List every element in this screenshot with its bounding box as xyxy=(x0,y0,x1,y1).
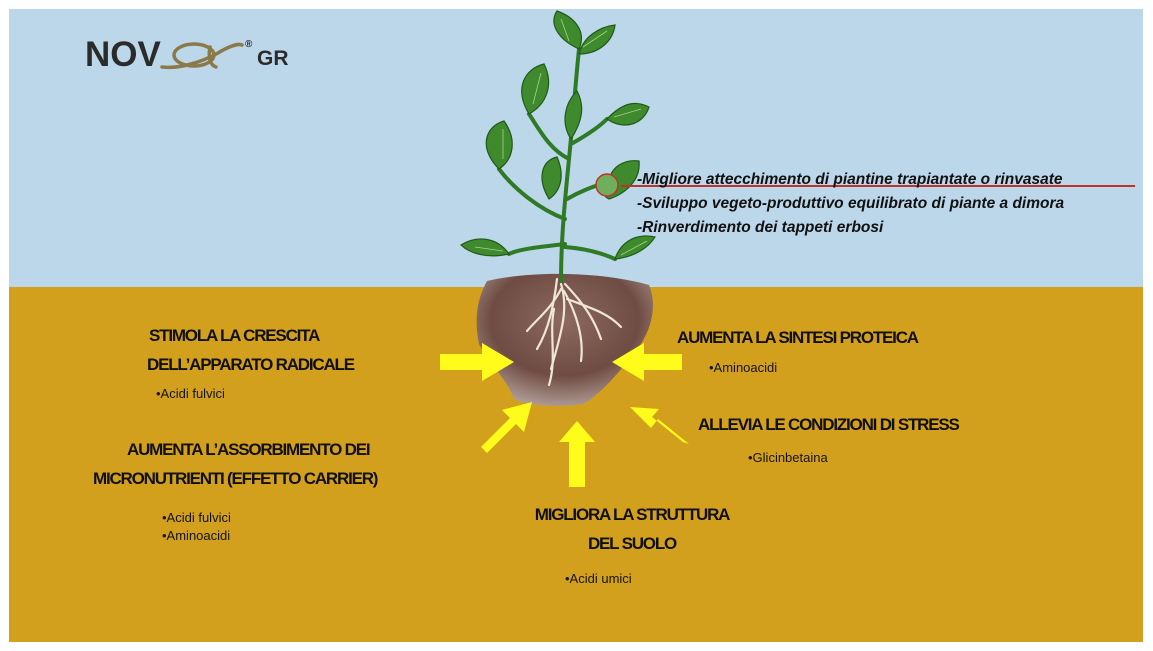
logo-suffix: GR xyxy=(257,47,289,70)
benefit-item: -Migliore attecchimento di piantine trap… xyxy=(637,171,1063,188)
stress-component: •Glicinbetaina xyxy=(748,450,828,465)
soil-structure-heading: MIGLIORA LA STRUTTURA DEL SUOLO xyxy=(496,500,768,558)
micronutrients-components: •Acidi fulvici •Aminoacidi xyxy=(162,509,231,545)
benefit-item: -Sviluppo vegeto-produttivo equilibrato … xyxy=(637,195,1065,212)
logo-registered-mark: ® xyxy=(245,39,253,50)
leaf-callout-circle xyxy=(595,173,619,197)
arrow-stress xyxy=(630,407,689,444)
root-growth-heading-line: DELL’APPARATO RADICALE xyxy=(147,355,355,374)
benefits-list: -Migliore attecchimento di piantine trap… xyxy=(637,168,1064,240)
arrow-micronutrients xyxy=(481,402,532,453)
benefit-highlight-line xyxy=(621,185,1135,187)
plant-leaves xyxy=(460,10,656,260)
stress-heading-line: ALLEVIA LE CONDIZIONI DI STRESS xyxy=(698,415,960,434)
micronutrients-component: •Acidi fulvici xyxy=(162,510,231,525)
soil-structure-component: •Acidi umici xyxy=(565,571,632,586)
plant-diagram-art xyxy=(440,10,689,487)
soil-structure-components: •Acidi umici xyxy=(565,570,632,588)
soil-clump xyxy=(476,273,653,406)
arrow-protein-synthesis xyxy=(612,343,682,381)
arrow-root-growth xyxy=(440,343,514,381)
root-growth-heading-line: STIMOLA LA CRESCITA xyxy=(149,326,320,345)
root-growth-components: •Acidi fulvici xyxy=(156,385,225,403)
micronutrients-heading: AUMENTA L’ASSORBIMENTO DEI MICRONUTRIENT… xyxy=(93,435,378,493)
soil-structure-heading-line: MIGLIORA LA STRUTTURA xyxy=(534,505,731,524)
plant-roots xyxy=(525,277,623,387)
yellow-arrows xyxy=(440,343,689,487)
arrow-soil-structure xyxy=(559,421,595,487)
slide: NOV ® GR -Migliore attecchimento di pian… xyxy=(9,9,1143,642)
sky-background xyxy=(9,9,1143,287)
protein-synthesis-heading: AUMENTA LA SINTESI PROTEICA xyxy=(677,323,919,352)
protein-synthesis-components: •Aminoacidi xyxy=(709,359,777,377)
protein-synthesis-component: •Aminoacidi xyxy=(709,360,778,375)
leaf-veins xyxy=(474,18,648,256)
benefit-item: -Rinverdimento dei tappeti erbosi xyxy=(637,219,884,236)
protein-synthesis-heading-line: AUMENTA LA SINTESI PROTEICA xyxy=(677,328,919,347)
root-growth-heading: STIMOLA LA CRESCITA DELL’APPARATO RADICA… xyxy=(147,321,355,379)
soil-structure-heading-line: DEL SUOLO xyxy=(587,534,677,553)
micronutrients-heading-line: AUMENTA L’ASSORBIMENTO DEI xyxy=(127,440,371,459)
stress-heading: ALLEVIA LE CONDIZIONI DI STRESS xyxy=(698,410,960,439)
micronutrients-component: •Aminoacidi xyxy=(162,528,231,543)
nova-swirl-logo-icon xyxy=(160,42,244,70)
logo-brand-text: NOV xyxy=(85,35,161,74)
stress-components: •Glicinbetaina xyxy=(748,449,828,467)
root-growth-component: •Acidi fulvici xyxy=(156,386,225,401)
micronutrients-heading-line: MICRONUTRIENTI (EFFETTO CARRIER) xyxy=(93,469,378,488)
